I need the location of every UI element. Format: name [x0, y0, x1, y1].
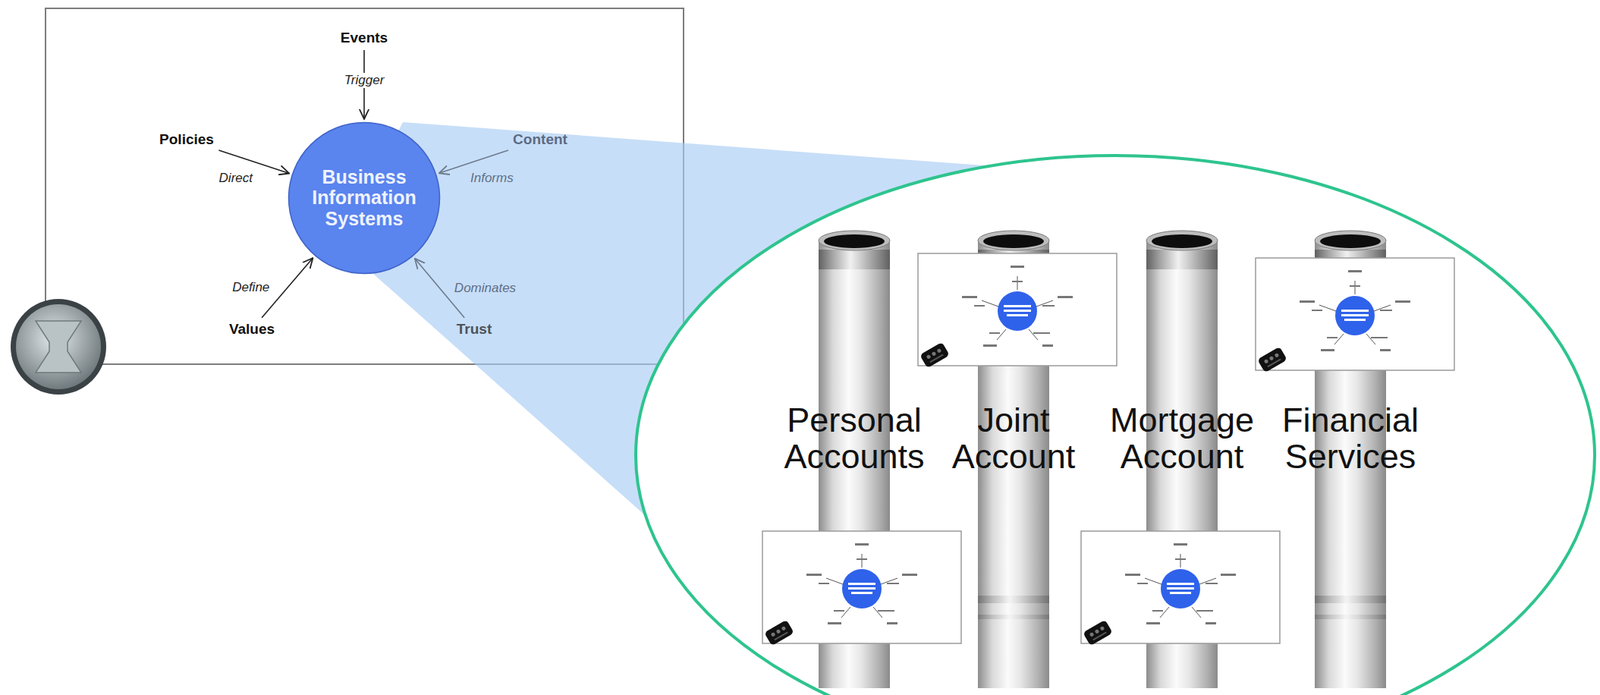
column-label: Mortgage Account	[1104, 402, 1261, 475]
edge-label-anchor: Define	[229, 279, 272, 296]
column-label-anchor: Mortgage Account	[1104, 402, 1261, 475]
column-label-anchor: Personal Accounts	[776, 402, 933, 475]
column-label: Joint Account	[936, 402, 1092, 475]
edge-label: Direct	[216, 170, 255, 186]
trust-term: Trust	[452, 319, 496, 340]
column-label: Personal Accounts	[776, 402, 933, 475]
diagram-thumbnail	[1081, 531, 1280, 646]
zoom-ellipse	[635, 155, 1595, 695]
column-label-anchor: Financial Services	[1273, 402, 1429, 475]
system-circle: Business Information Systems	[287, 121, 441, 275]
diagram-thumbnail	[1255, 257, 1455, 373]
edge-label: Define	[229, 279, 272, 296]
edge-label: Informs	[468, 170, 516, 186]
circle-fill	[289, 122, 441, 274]
column-label-anchor: Joint Account	[936, 402, 1092, 475]
event-term: Events	[336, 28, 392, 48]
term-text: Values	[229, 320, 275, 338]
edge-label: Trigger	[342, 72, 387, 89]
edge-label-anchor: Informs	[468, 170, 516, 186]
term-text: Policies	[159, 131, 214, 148]
content-term: Content	[509, 129, 572, 150]
edge-label-anchor: Direct	[216, 170, 255, 186]
term-text: Content	[512, 131, 568, 148]
edge-label: Dominates	[452, 280, 519, 296]
diagram-thumbnail	[762, 531, 962, 646]
term-text: Events	[340, 29, 388, 47]
circle-title: Business Information Systems	[307, 166, 422, 230]
edge-label-anchor: Trigger	[342, 72, 387, 89]
policy-term: Policies	[155, 129, 218, 150]
arrow-connector	[218, 150, 290, 174]
term-text: Trust	[456, 320, 492, 338]
column-label: Financial Services	[1273, 402, 1429, 475]
diagram-thumbnail	[917, 253, 1117, 368]
arrow-connector	[439, 150, 509, 173]
edge-label-anchor: Dominates	[452, 280, 519, 296]
value-term: Values	[225, 319, 279, 340]
round-button	[10, 298, 107, 395]
